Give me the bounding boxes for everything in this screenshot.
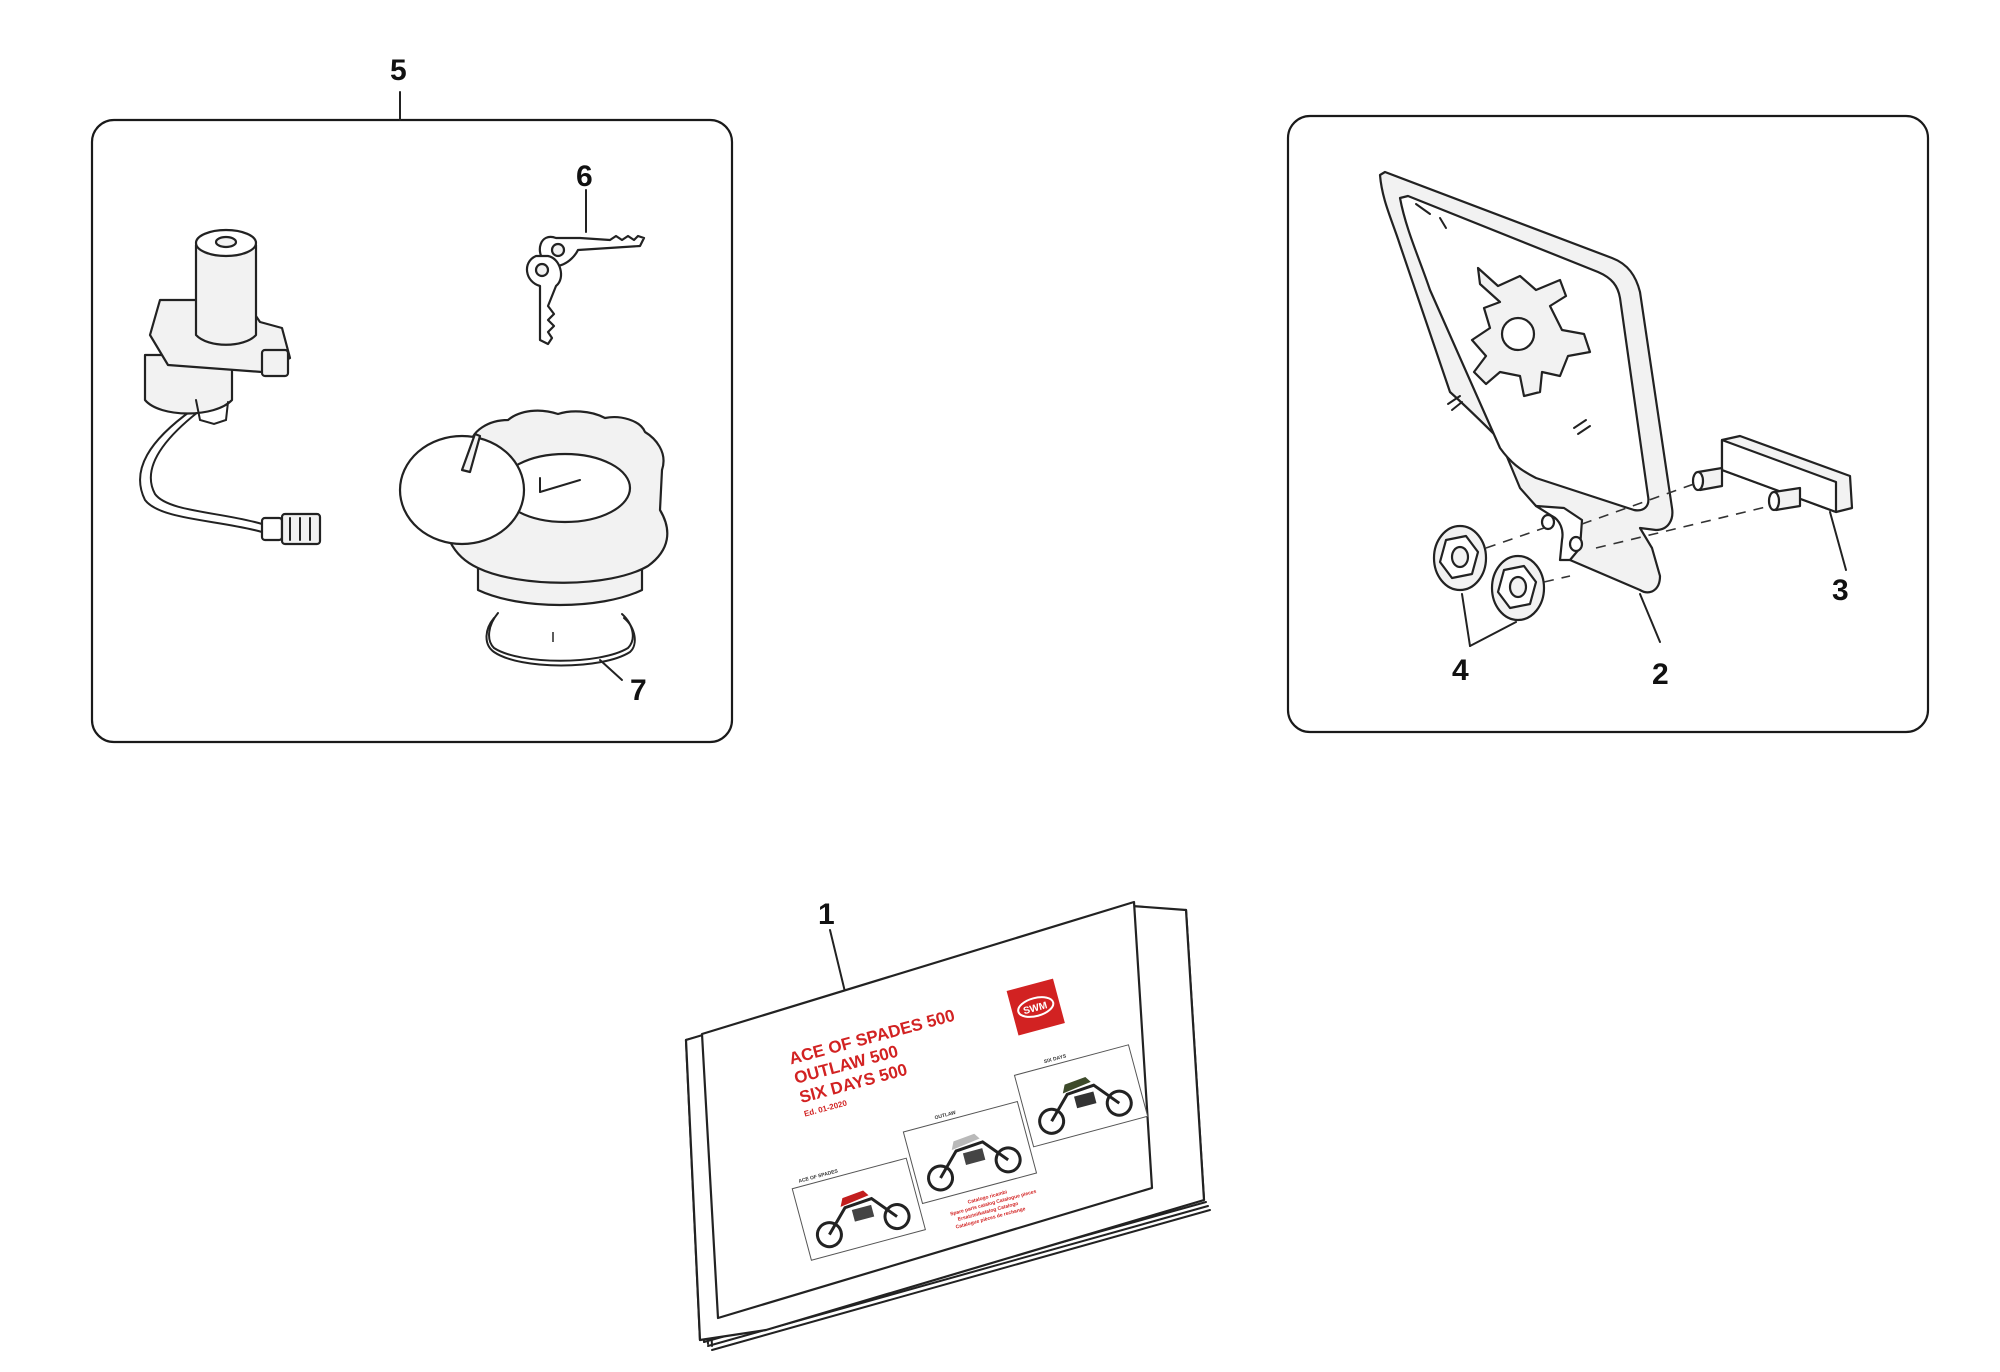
- fuel-cap-icon: [398, 409, 669, 607]
- license-plate-holder-icon: [1378, 170, 1674, 594]
- flange-nut-icon: 4: [1432, 524, 1571, 687]
- panel-plate-holder: 3 4 2: [1286, 114, 1930, 734]
- callout-5: 5: [390, 54, 407, 87]
- motorcycle-icon: [1038, 1077, 1133, 1135]
- photo-ace-of-spades: ACE OF SPADES: [791, 1157, 927, 1261]
- photo-six-days: SIX DAYS: [1013, 1044, 1149, 1148]
- callout-1: 1: [818, 898, 835, 931]
- callout-3: 3: [1832, 574, 1849, 607]
- callout-7: 7: [630, 674, 647, 707]
- manual-book-icon: 1 ACE OF SPADES 500 OUTLAW 500 SIX DAYS …: [684, 898, 1211, 1351]
- ignition-switch-icon: [139, 228, 322, 546]
- callout-4: 4: [1452, 654, 1469, 687]
- photo-outlaw: OUTLAW: [902, 1100, 1038, 1205]
- callout-2: 2: [1652, 658, 1669, 691]
- bracket-icon: 3: [1581, 434, 1854, 607]
- panel-ignition-kit: 5 6: [90, 54, 734, 744]
- motorcycle-icon: [815, 1190, 911, 1249]
- motorcycle-icon: [927, 1133, 1022, 1192]
- brand-logo: SWM: [1006, 978, 1065, 1036]
- key-icon: 6: [526, 160, 646, 346]
- svg-text:OUTLAW: OUTLAW: [934, 1110, 957, 1121]
- svg-text:SIX DAYS: SIX DAYS: [1043, 1053, 1067, 1065]
- callout-6: 6: [576, 160, 593, 193]
- gasket-icon: 7: [485, 612, 647, 707]
